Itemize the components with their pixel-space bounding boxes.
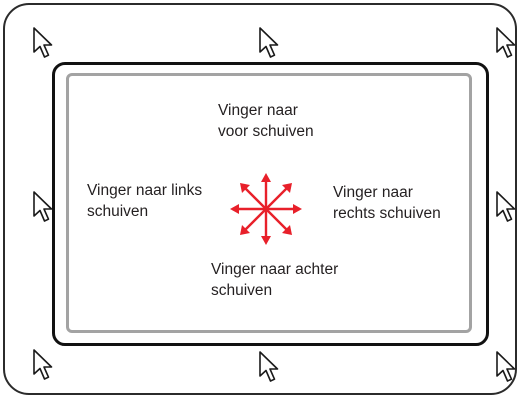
arrow-down-right <box>264 207 289 232</box>
arrow-up-left <box>243 186 268 211</box>
mouse-pointer-icon <box>33 27 53 58</box>
arrow-up-right <box>264 186 289 211</box>
mouse-pointer-icon <box>259 351 279 382</box>
arrowhead-up <box>261 173 271 182</box>
label-back-line-2: schuiven <box>211 282 273 299</box>
arrowhead-left <box>230 204 239 214</box>
arrowhead-up-left <box>240 183 250 193</box>
label-right: Vinger naar rechts schuiven <box>333 182 441 224</box>
arrowhead-up-right <box>282 183 292 193</box>
arrowhead-down-left <box>240 225 250 235</box>
mouse-pointer-icon <box>33 349 53 380</box>
label-left-line-2: schuiven <box>87 203 149 220</box>
label-right-line-1: Vinger naar <box>333 184 413 201</box>
touch-area <box>66 73 472 333</box>
mouse-pointer-icon <box>259 27 279 58</box>
touchpad-frame <box>52 62 489 346</box>
mouse-pointer-icon <box>496 351 516 382</box>
label-right-line-2: rechts schuiven <box>333 205 441 222</box>
label-left-line-1: Vinger naar links <box>87 182 203 199</box>
mouse-pointer-icon <box>496 191 516 222</box>
label-forward: Vinger naar voor schuiven <box>218 100 314 142</box>
label-forward-line-1: Vinger naar <box>218 102 298 119</box>
label-back: Vinger naar achter schuiven <box>211 259 338 301</box>
label-back-line-1: Vinger naar achter <box>211 261 339 278</box>
arrowhead-right <box>293 204 302 214</box>
label-left: Vinger naar links schuiven <box>87 180 202 222</box>
eight-direction-arrows-icon <box>230 173 302 245</box>
arrowhead-down <box>261 236 271 245</box>
arrowhead-down-right <box>282 225 292 235</box>
label-forward-line-2: voor schuiven <box>218 123 314 140</box>
mouse-pointer-icon <box>33 191 53 222</box>
mouse-pointer-icon <box>496 27 516 58</box>
arrow-down-left <box>243 207 268 232</box>
outer-frame <box>3 3 517 395</box>
